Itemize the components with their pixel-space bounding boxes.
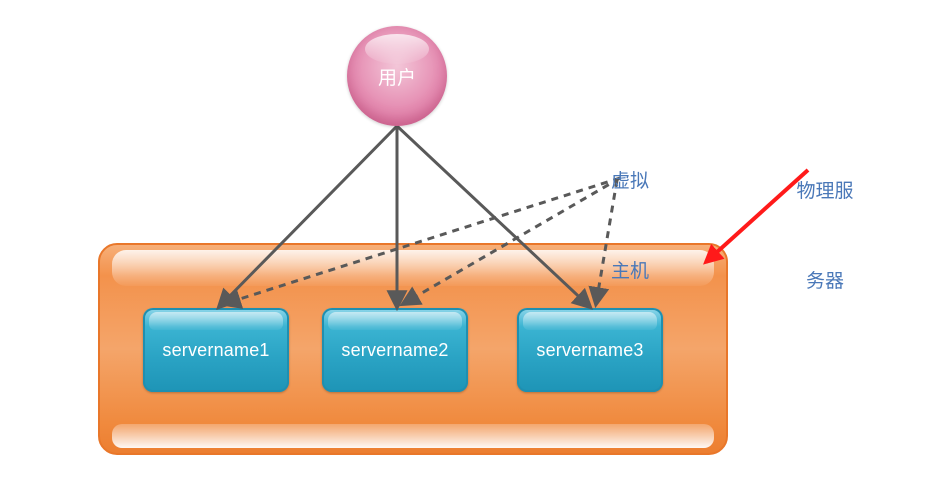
virtual-host-1: servername1 [143,308,289,392]
physical-server-annotation: 物理服 务器 [780,116,870,356]
user-node-label: 用户 [377,66,416,89]
virtual-host-to-server1-dashed-arrow [219,176,621,309]
virtual-host-3-label: servername3 [536,339,644,360]
virtual-host-2-sheen [328,312,462,330]
virtual-host-annotation-line1: 虚拟 [610,170,649,192]
virtual-host-2-label: servername2 [341,339,449,360]
user-to-server1-arrow [216,124,399,310]
virtual-host-3: servername3 [517,308,663,392]
virtual-host-annotation: 虚拟 主机 [600,106,660,346]
physical-server-annotation-line1: 物理服 [796,180,854,202]
user-node: 用户 [347,26,447,126]
virtual-host-annotation-line2: 主机 [610,260,649,282]
virtual-host-to-server3-dashed-arrow [588,179,619,309]
physical-server-annotation-line2: 务器 [805,270,844,292]
user-to-server3-arrow [395,124,594,310]
physical-server-pointer-arrow [703,168,810,265]
virtual-host-1-sheen [149,312,283,330]
virtual-host-to-server2-dashed-arrow [399,176,621,307]
virtual-host-2: servername2 [322,308,468,392]
virtual-host-1-label: servername1 [162,339,270,360]
user-node-gloss [365,34,429,64]
virtual-host-3-sheen [523,312,657,330]
